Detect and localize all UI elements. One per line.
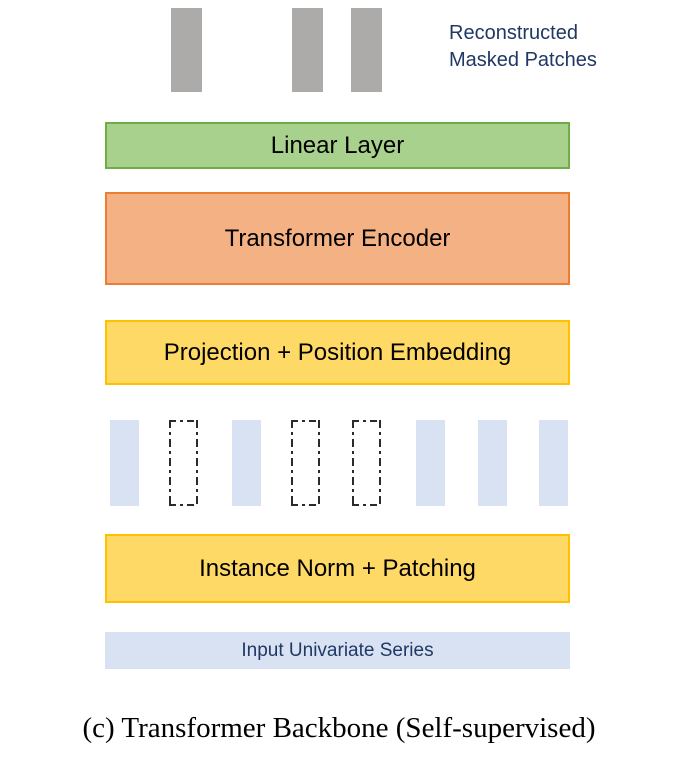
- patch-token-3-visible: [232, 420, 261, 506]
- reconstructed-patch-3: [351, 8, 382, 92]
- block-instance-norm-patching-label: Instance Norm + Patching: [199, 554, 476, 582]
- block-linear-layer: Linear Layer: [105, 122, 570, 169]
- block-transformer-encoder-label: Transformer Encoder: [224, 224, 451, 252]
- patch-token-4-masked: [291, 420, 320, 506]
- block-transformer-encoder: Transformer Encoder: [105, 192, 570, 285]
- patch-token-7-visible: [478, 420, 507, 506]
- block-projection-position-embedding-label: Projection + Position Embedding: [163, 338, 512, 366]
- block-instance-norm-patching: Instance Norm + Patching: [105, 534, 570, 603]
- block-input-univariate-series-label: Input Univariate Series: [241, 639, 434, 661]
- patch-token-2-masked: [169, 420, 198, 506]
- block-projection-position-embedding: Projection + Position Embedding: [105, 320, 570, 385]
- reconstructed-patch-1: [171, 8, 202, 92]
- block-linear-layer-label: Linear Layer: [270, 131, 405, 159]
- reconstructed-masked-patches-label: Reconstructed Masked Patches: [449, 22, 597, 71]
- figure-caption: (c) Transformer Backbone (Self-supervise…: [82, 712, 596, 744]
- block-input-univariate-series: Input Univariate Series: [105, 632, 570, 669]
- patch-token-5-masked: [352, 420, 381, 506]
- patch-token-6-visible: [416, 420, 445, 506]
- patch-token-1-visible: [110, 420, 139, 506]
- patch-token-row: [105, 420, 570, 510]
- patch-token-8-visible: [539, 420, 568, 506]
- reconstructed-patch-2: [292, 8, 323, 92]
